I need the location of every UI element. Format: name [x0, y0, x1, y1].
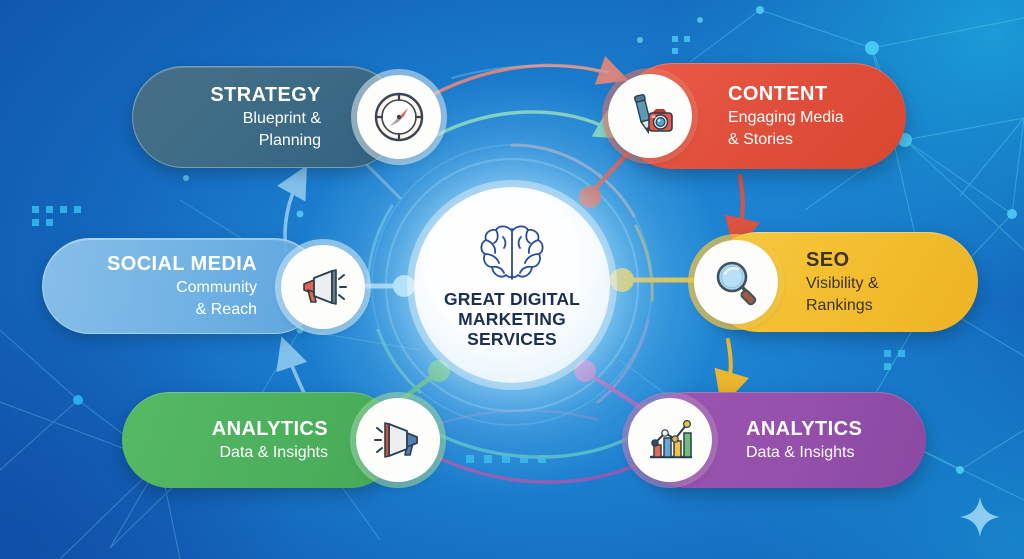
card-analytics-right-text: ANALYTICS Data & Insights: [746, 418, 862, 463]
card-strategy-subtitle-line2: Planning: [258, 131, 321, 149]
card-seo-title: SEO: [806, 248, 850, 271]
card-social-media[interactable]: SOCIAL MEDIA Community & Reach: [42, 238, 365, 334]
card-content-text: CONTENT Engaging Media & Stories: [728, 83, 844, 149]
card-seo-subtitle-line2: Rankings: [806, 296, 873, 314]
megaphone-icon: [374, 422, 418, 458]
card-seo-text: SEO Visibility & Rankings: [806, 249, 879, 315]
card-analytics-left-badge: [356, 398, 440, 482]
card-analytics-left-text: ANALYTICS Data & Insights: [156, 418, 328, 463]
card-social-media-title: SOCIAL MEDIA: [107, 252, 257, 275]
hub-title: GREAT DIGITAL MARKETING SERVICES: [443, 288, 581, 350]
hub-node[interactable]: GREAT DIGITAL MARKETING SERVICES: [414, 187, 610, 383]
card-social-media-subtitle-line1: Community: [176, 278, 257, 296]
card-analytics-right-badge: [628, 398, 712, 482]
card-strategy-title: STRATEGY: [210, 83, 321, 106]
pen-camera-icon: [634, 93, 673, 135]
card-analytics-left[interactable]: ANALYTICS Data & Insights: [122, 392, 440, 488]
card-seo-badge: [694, 240, 778, 324]
magnifier-icon: [716, 261, 757, 306]
card-social-media-badge: [281, 245, 365, 329]
card-strategy-text: STRATEGY Blueprint & Planning: [171, 84, 321, 150]
card-content-subtitle-line2: & Stories: [728, 130, 793, 148]
card-analytics-left-title: ANALYTICS: [211, 417, 328, 440]
card-content-badge: [608, 74, 692, 158]
sparkle-icon: [960, 497, 1000, 537]
card-analytics-right-subtitle: Data & Insights: [746, 443, 855, 461]
card-social-media-subtitle-line2: & Reach: [195, 300, 257, 318]
card-strategy[interactable]: STRATEGY Blueprint & Planning: [132, 66, 441, 168]
card-content[interactable]: CONTENT Engaging Media & Stories: [608, 63, 906, 169]
card-analytics-left-subtitle: Data & Insights: [219, 443, 329, 461]
card-analytics-right-title: ANALYTICS: [746, 417, 863, 440]
bar-chart-icon: [649, 419, 693, 459]
compass-icon: [374, 92, 424, 142]
megaphone-icon: [303, 269, 347, 305]
card-seo-subtitle-line1: Visibility &: [806, 274, 879, 292]
card-content-subtitle-line1: Engaging Media: [728, 108, 844, 126]
card-content-title: CONTENT: [728, 82, 828, 105]
card-strategy-subtitle-line1: Blueprint &: [242, 109, 321, 127]
card-strategy-badge: [357, 75, 441, 159]
card-seo[interactable]: SEO Visibility & Rankings: [694, 232, 978, 332]
card-analytics-right[interactable]: ANALYTICS Data & Insights: [628, 392, 926, 488]
card-social-media-text: SOCIAL MEDIA Community & Reach: [71, 253, 257, 319]
brain-icon: [480, 225, 544, 280]
